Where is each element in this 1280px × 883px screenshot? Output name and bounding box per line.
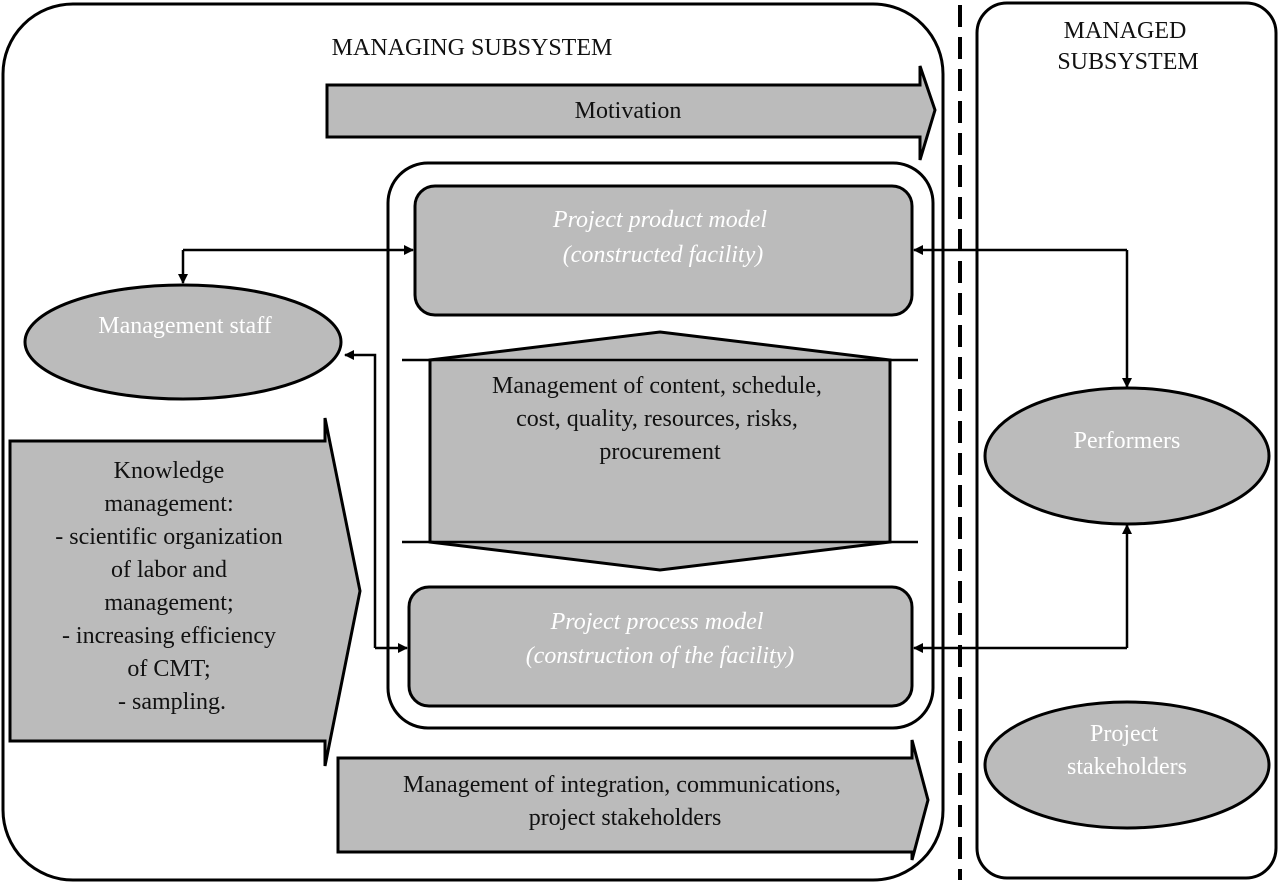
- project-product-model-label: Project product model (constructed facil…: [552, 207, 773, 268]
- performers-label: Performers: [1074, 428, 1181, 454]
- integration-label: Management of integration, communication…: [403, 772, 847, 831]
- management-areas-label: Management of content, schedule, cost, q…: [492, 373, 828, 465]
- process-staff-connector: [344, 350, 377, 648]
- management-staff-ellipse: [23, 283, 343, 401]
- knowledge-management-arrow: [8, 417, 362, 767]
- integration-arrow: [336, 739, 930, 861]
- management-staff-label: Management staff: [98, 313, 272, 339]
- project-stakeholders-ellipse: [983, 700, 1271, 830]
- managed-subsystem-frame: [975, 1, 1278, 880]
- performers-ellipse: [983, 386, 1271, 526]
- managing-subsystem-title: MANAGING SUBSYSTEM: [332, 35, 613, 61]
- project-process-model-label: Project process model (construction of t…: [526, 609, 795, 669]
- project-stakeholders-label: Project stakeholders: [1067, 721, 1187, 780]
- models-container: [386, 161, 935, 730]
- motivation-arrow: [325, 65, 937, 161]
- managing-subsystem-frame: [1, 2, 945, 882]
- project-product-model-box: [413, 184, 914, 317]
- project-process-model-box: [407, 585, 914, 708]
- motivation-label: Motivation: [575, 98, 682, 124]
- knowledge-management-label: Knowledge management: - scientific organ…: [55, 458, 288, 715]
- managed-subsystem-title: MANAGED SUBSYSTEM: [1057, 18, 1198, 75]
